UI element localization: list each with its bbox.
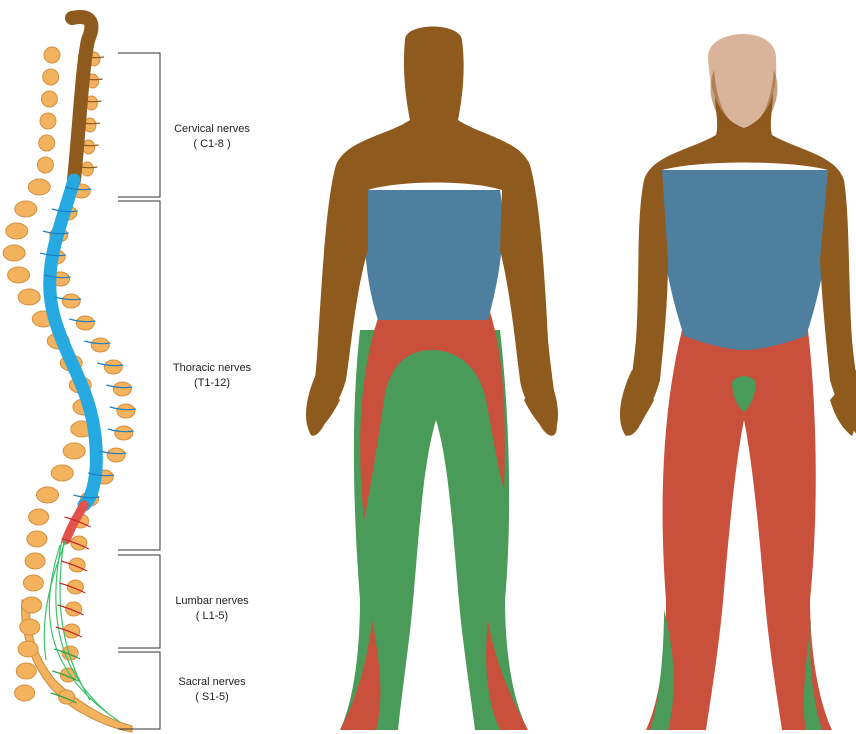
vertebra-process: [59, 690, 75, 704]
vertebra-body: [27, 531, 47, 547]
vertebra-body: [51, 465, 73, 481]
vertebra-process: [115, 426, 133, 440]
back-thoracic-zone: [365, 190, 503, 320]
label-cervical-range: ( C1-8 ): [162, 137, 262, 152]
bracket-lumbar: [118, 555, 160, 648]
vertebra-body: [18, 641, 38, 657]
vertebra-process: [117, 404, 135, 418]
label-sacral-name: Sacral nerves: [162, 675, 262, 690]
vertebra-process: [66, 602, 82, 616]
bracket-cervical: [118, 53, 160, 197]
vertebrae: [3, 47, 135, 704]
vertebra-body: [22, 597, 42, 613]
vertebra-process: [64, 624, 80, 638]
vertebra-body: [8, 267, 30, 283]
vertebra-process: [83, 140, 95, 154]
label-cervical-name: Cervical nerves: [162, 122, 262, 137]
label-cervical: Cervical nerves ( C1-8 ): [162, 122, 262, 152]
body-front-view: [620, 34, 856, 730]
vertebra-body: [20, 619, 40, 635]
label-lumbar-range: ( L1-5): [162, 609, 262, 624]
label-sacral-range: ( S1-5): [162, 690, 262, 705]
label-thoracic-range: (T1-12): [162, 376, 262, 391]
vertebra-body: [63, 443, 85, 459]
vertebra-process: [71, 536, 87, 550]
body-back-view: [306, 27, 558, 731]
vertebra-process: [107, 448, 125, 462]
spine: [3, 17, 136, 732]
vertebra-body: [18, 289, 40, 305]
front-thoracic-zone: [660, 170, 830, 350]
vertebra-body: [15, 201, 37, 217]
label-thoracic-name: Thoracic nerves: [162, 361, 262, 376]
vertebra-body: [3, 245, 25, 261]
label-thoracic: Thoracic nerves (T1-12): [162, 361, 262, 391]
vertebra-body: [6, 223, 28, 239]
vertebra-body: [28, 179, 50, 195]
vertebra-process: [62, 294, 80, 308]
vertebra-process: [69, 558, 85, 572]
bracket-sacral: [118, 652, 160, 729]
vertebra-process: [91, 338, 109, 352]
vertebra-process: [113, 382, 131, 396]
bracket-thoracic: [118, 201, 160, 550]
vertebra-body: [39, 135, 55, 151]
vertebra-body: [41, 91, 57, 107]
vertebra-body: [40, 113, 56, 129]
vertebra-body: [23, 575, 43, 591]
vertebra-body: [43, 69, 59, 85]
label-sacral: Sacral nerves ( S1-5): [162, 675, 262, 705]
vertebra-process: [81, 162, 93, 176]
sacrum: [22, 600, 132, 732]
vertebra-body: [44, 47, 60, 63]
vertebra-body: [29, 509, 49, 525]
vertebra-body: [37, 157, 53, 173]
vertebra-body: [15, 685, 35, 701]
label-lumbar: Lumbar nerves ( L1-5): [162, 594, 262, 624]
vertebra-process: [76, 316, 94, 330]
vertebra-body: [25, 553, 45, 569]
vertebra-body: [37, 487, 59, 503]
vertebra-process: [104, 360, 122, 374]
vertebra-process: [67, 580, 83, 594]
vertebra-body: [16, 663, 36, 679]
label-lumbar-name: Lumbar nerves: [162, 594, 262, 609]
